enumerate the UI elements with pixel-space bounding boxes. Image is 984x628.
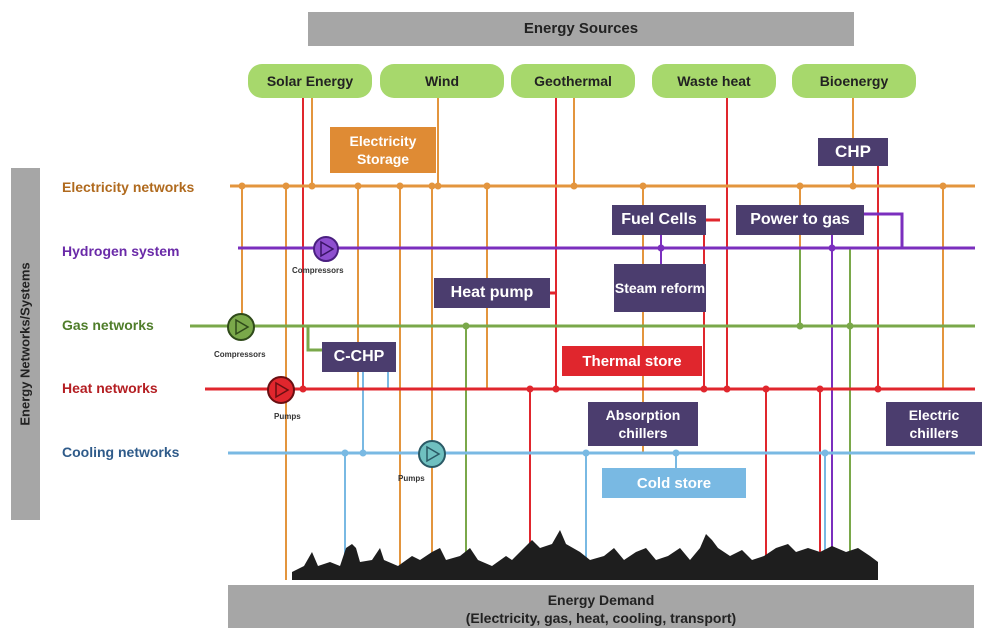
- junction-dot: [238, 182, 246, 190]
- energy-demand-footer: Energy Demand (Electricity, gas, heat, c…: [228, 585, 974, 628]
- connector-extra-gas-0: [306, 326, 322, 352]
- junction-dot: [821, 449, 829, 457]
- junction-dot: [396, 182, 404, 190]
- label-gas-networks: Gas networks: [62, 317, 154, 333]
- heat-pump-box: Heat pump: [434, 278, 550, 308]
- side-label: Energy Networks/Systems: [17, 262, 33, 426]
- source-solar-energy: Solar Energy: [248, 64, 372, 98]
- absorption-chillers-box: Absorption chillers: [588, 402, 698, 446]
- junction-dot: [434, 182, 442, 190]
- junction-dot: [828, 244, 836, 252]
- junction-dot: [526, 385, 534, 393]
- junction-dot: [939, 182, 947, 190]
- energy-sources-header: Energy Sources: [308, 12, 854, 46]
- source-wind: Wind: [380, 64, 504, 98]
- junction-dot: [796, 322, 804, 330]
- junction-dot: [570, 182, 578, 190]
- junction-dot: [816, 385, 824, 393]
- fuel-cells-box: Fuel Cells: [612, 205, 706, 235]
- junction-dot: [657, 244, 665, 252]
- cold-store-box: Cold store: [602, 468, 746, 498]
- junction-dot: [762, 385, 770, 393]
- cooling-pump-icon: [418, 440, 446, 468]
- city-skyline: [292, 530, 878, 580]
- junction-dot: [639, 182, 647, 190]
- junction-dot: [299, 385, 307, 393]
- label-cooling-networks: Cooling networks: [62, 444, 180, 460]
- gas-compressor-icon: [227, 313, 255, 341]
- junction-dot: [846, 322, 854, 330]
- compressors-gas-label: Compressors: [214, 350, 266, 359]
- pumps-cooling-label: Pumps: [398, 474, 425, 483]
- junction-dot: [341, 449, 349, 457]
- compressors-h2-label: Compressors: [292, 266, 344, 275]
- junction-dot: [462, 322, 470, 330]
- junction-dot: [796, 182, 804, 190]
- electric-chillers-box: Electric chillers: [886, 402, 982, 446]
- junction-dot: [700, 385, 708, 393]
- label-hydrogen-system: Hydrogen system: [62, 243, 180, 259]
- connector-extra-hydrogen-1: [864, 212, 904, 248]
- c-chp-box: C-CHP: [322, 342, 396, 372]
- junction-dot: [672, 449, 680, 457]
- footer-title: Energy Demand: [547, 592, 655, 608]
- chp-box: CHP: [818, 138, 888, 166]
- power-to-gas-box: Power to gas: [736, 205, 864, 235]
- junction-dot: [582, 449, 590, 457]
- junction-dot: [359, 449, 367, 457]
- steam-reform-box: Steam reform: [614, 264, 706, 312]
- pumps-heat-label: Pumps: [274, 412, 301, 421]
- junction-dot: [874, 385, 882, 393]
- networks-side-bar: Energy Networks/Systems: [11, 168, 40, 520]
- label-heat-networks: Heat networks: [62, 380, 158, 396]
- junction-dot: [552, 385, 560, 393]
- source-waste-heat: Waste heat: [652, 64, 776, 98]
- junction-dot: [308, 182, 316, 190]
- label-electricity-networks: Electricity networks: [62, 179, 195, 195]
- footer-subtitle: (Electricity, gas, heat, cooling, transp…: [465, 610, 737, 626]
- junction-dot: [723, 385, 731, 393]
- junction-dot: [282, 182, 290, 190]
- junction-dot: [849, 182, 857, 190]
- hydrogen-compressor-icon: [313, 236, 339, 262]
- junction-dot: [483, 182, 491, 190]
- source-bioenergy: Bioenergy: [792, 64, 916, 98]
- junction-dot: [428, 182, 436, 190]
- thermal-store-box: Thermal store: [562, 346, 702, 376]
- source-geothermal: Geothermal: [511, 64, 635, 98]
- electricity-storage-box: Electricity Storage: [330, 127, 436, 173]
- junction-dot: [354, 182, 362, 190]
- heat-pump-icon: [267, 376, 295, 404]
